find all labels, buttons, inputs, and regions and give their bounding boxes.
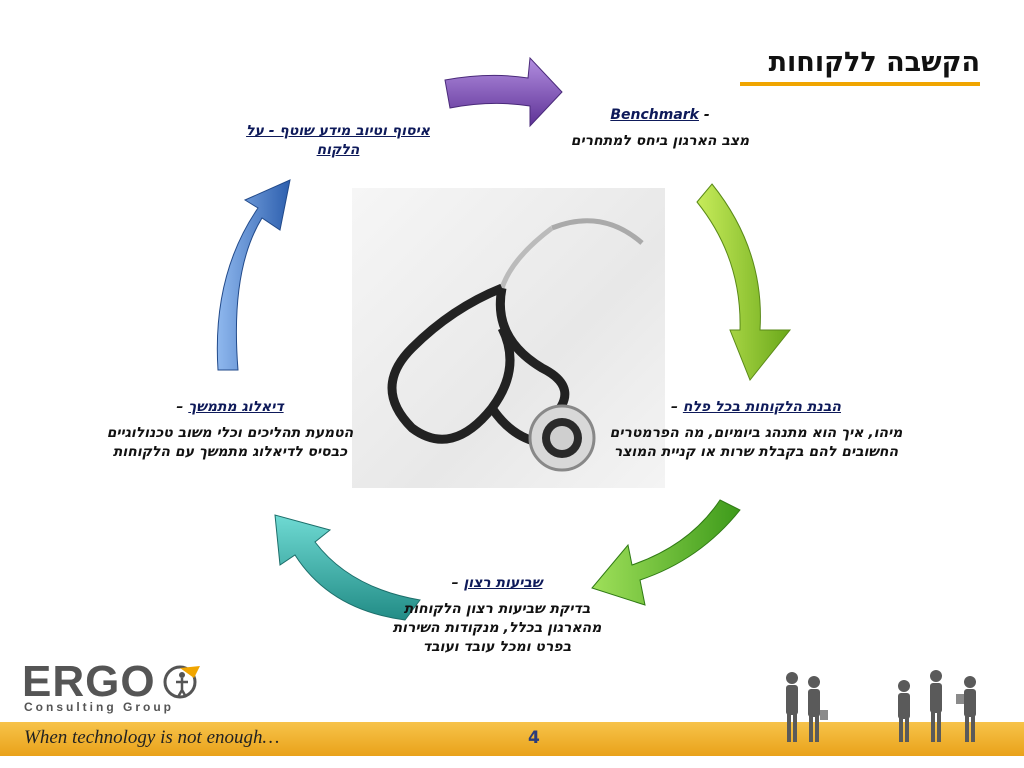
block-satisfaction: שביעות רצון – בדיקת שביעות רצון הלקוחות … — [392, 574, 602, 657]
block-info: איסוף וטיוב מידע שוטף - על הלקוח — [228, 122, 448, 160]
satisfaction-body: בדיקת שביעות רצון הלקוחות מהארגון בכלל, … — [392, 601, 602, 655]
understanding-suffix: – — [671, 399, 683, 415]
arrow-blue — [216, 179, 291, 371]
arrow-green — [696, 183, 792, 381]
block-benchmark: - Benchmark מצב הארגון ביחס למתחרים — [560, 106, 760, 151]
benchmark-body: מצב הארגון ביחס למתחרים — [570, 133, 750, 149]
footer-tagline: When technology is not enough… — [24, 727, 280, 748]
logo-ergo: ERGO — [22, 657, 156, 706]
dialogue-head: דיאלוג מתמשך — [188, 399, 284, 415]
understanding-body: מיהו, איך הוא מתנהג ביומיום, מה הפרמטרים… — [609, 425, 903, 460]
arrow-teal — [274, 514, 421, 621]
page-title: הקשבה ללקוחות — [768, 47, 980, 78]
footer-bar — [0, 722, 1024, 756]
benchmark-prefix: - — [698, 107, 710, 123]
dialogue-suffix: – — [176, 399, 189, 415]
block-understanding: הבנת הלקוחות בכל פלח – מיהו, איך הוא מתנ… — [598, 398, 914, 462]
title-underline — [740, 82, 980, 86]
block-dialogue: דיאלוג מתמשך – הטמעת תהליכים וכלי משוב ט… — [100, 398, 360, 462]
logo-figure-icon — [163, 665, 200, 699]
stethoscope-photo — [352, 188, 665, 488]
arrow-dark-green — [591, 499, 741, 606]
benchmark-head: Benchmark — [610, 107, 699, 123]
page-number: 4 — [528, 728, 540, 748]
arrow-purple — [444, 56, 563, 128]
dialogue-body: הטמעת תהליכים וכלי משוב טכנולוגיים כבסיס… — [106, 425, 354, 460]
satisfaction-suffix: – — [451, 575, 464, 591]
logo-subtitle: Consulting Group — [24, 700, 174, 714]
info-head: איסוף וטיוב מידע שוטף - על הלקוח — [246, 123, 430, 158]
satisfaction-head: שביעות רצון — [463, 575, 543, 591]
business-people-icon — [786, 670, 976, 742]
understanding-head: הבנת הלקוחות בכל פלח — [682, 399, 841, 415]
stethoscope-icon — [387, 218, 644, 472]
